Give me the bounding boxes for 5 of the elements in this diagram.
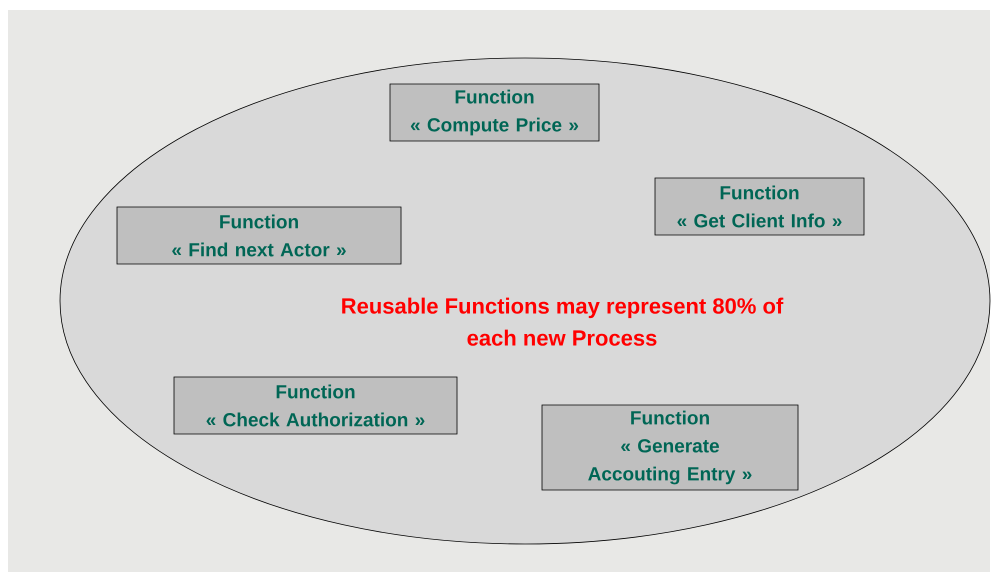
- function-box: Function « Compute Price »: [390, 84, 600, 142]
- function-box: Function « Find next Actor »: [116, 206, 402, 264]
- function-box: Function « Check Authorization »: [174, 376, 458, 434]
- function-box: Function « Get Client Info »: [654, 178, 864, 236]
- function-box: Function « Generate Accouting Entry »: [542, 404, 798, 490]
